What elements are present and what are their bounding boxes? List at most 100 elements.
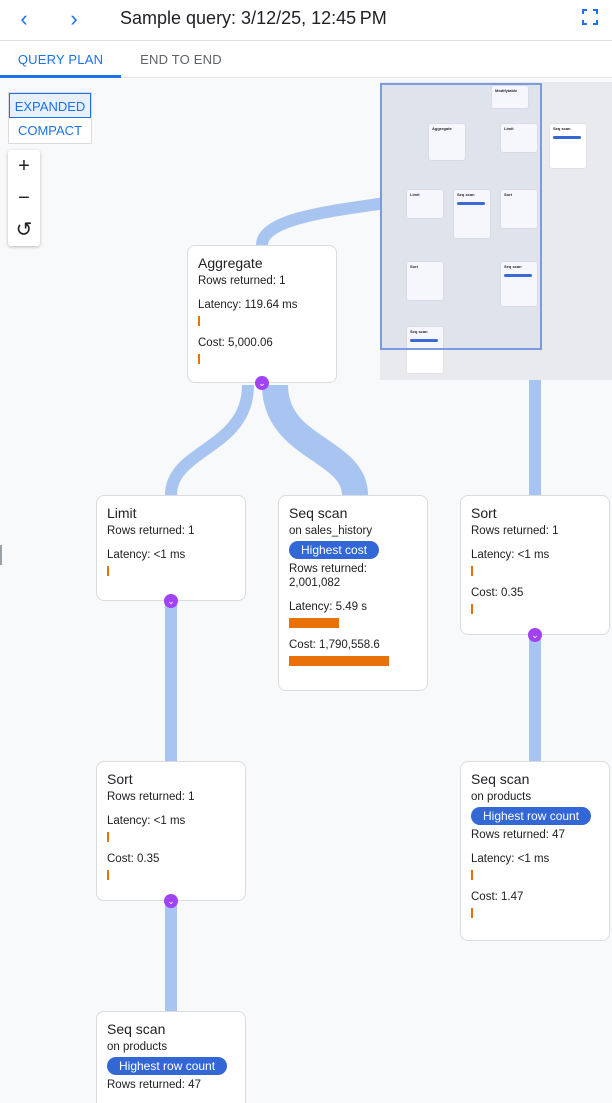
latency-label: Latency: <1 ms [471, 549, 550, 561]
rows-returned: Rows returned: 1 [198, 275, 286, 287]
minimap-badge [553, 136, 581, 139]
minimap-node: Aggregate [429, 124, 465, 160]
minimap-node: Limit [407, 190, 443, 218]
back-button[interactable]: ‹ [10, 6, 38, 34]
zoom-controls: + − ↺ [8, 150, 40, 246]
latency-label: Latency: <1 ms [107, 549, 186, 561]
minimap-node-title: Seq scan [410, 329, 428, 334]
expanded-button[interactable]: EXPANDED [9, 93, 91, 118]
node-title: Seq scan [289, 505, 348, 521]
cost-label: Cost: 0.35 [471, 587, 524, 599]
minimap-node-title: Aggregate [432, 126, 452, 131]
minimap-node: Limit [501, 124, 537, 152]
minimap-badge [504, 274, 532, 277]
zoom-out-button[interactable]: − [18, 187, 30, 209]
latency-bar [107, 832, 109, 842]
node-table: on products [471, 791, 532, 803]
expand-chevron-icon[interactable]: ⌄ [255, 376, 269, 390]
latency-label: Latency: 5.49 s [289, 601, 367, 613]
expand-chevron-icon[interactable]: ⌄ [164, 894, 178, 908]
minimap-node-title: Modifytable [495, 88, 518, 93]
minimap-node: Modifytable [492, 86, 528, 108]
minimap-node: Sort [407, 262, 443, 300]
rows-returned: Rows returned: 47 [107, 1079, 201, 1091]
rows-returned: Rows returned: 1 [471, 525, 559, 537]
cost-label: Cost: 1,790,558.6 [289, 639, 380, 651]
node-title: Sort [471, 505, 497, 521]
minimap-node: Seq scan [550, 124, 586, 168]
latency-bar [198, 316, 200, 326]
node-badge: Highest row count [107, 1057, 228, 1075]
page-title: Sample query: 3/12/25, 12:45 PM [120, 8, 387, 28]
cost-bar [107, 870, 109, 880]
minimap-node-title: Sort [504, 192, 512, 197]
minimap-node: Seq scan [407, 327, 443, 373]
cost-label: Cost: 5,000.06 [198, 337, 273, 349]
reset-zoom-button[interactable]: ↺ [15, 219, 33, 241]
resize-handle[interactable] [0, 545, 2, 565]
cost-label: Cost: 1.47 [471, 891, 524, 903]
edge-aggregate-seqscan [262, 383, 368, 497]
minimap-badge [457, 202, 485, 205]
plan-edges [165, 197, 541, 1011]
expand-chevron-icon[interactable]: ⌄ [164, 594, 178, 608]
cost-bar [471, 604, 473, 614]
node-badge: Highest cost [289, 541, 380, 559]
rows-returned: Rows returned: 47 [471, 829, 565, 841]
node-title: Limit [107, 505, 137, 521]
minimap-node-title: Seq scan [553, 126, 571, 131]
latency-bar [471, 566, 473, 576]
cost-label: Cost: 0.35 [107, 853, 160, 865]
cost-bar [198, 354, 200, 364]
latency-bar [289, 618, 339, 628]
minimap-badge [410, 339, 438, 342]
minimap-node-title: Seq scan [504, 264, 522, 269]
node-table: on products [107, 1041, 168, 1053]
minimap-node: Seq scan [501, 262, 537, 306]
header: ‹ › Sample query: 3/12/25, 12:45 PM [0, 0, 612, 41]
minimap-node-title: Limit [504, 126, 514, 131]
node-badge: Highest row count [471, 807, 592, 825]
latency-label: Latency: 119.64 ms [198, 299, 298, 311]
fullscreen-icon[interactable] [582, 9, 598, 25]
minimap-node: Sort [501, 190, 537, 228]
edge-aggregate-parent [256, 197, 386, 247]
tab-end-to-end[interactable]: END TO END [140, 52, 222, 67]
node-table: on sales_history [289, 525, 373, 537]
latency-label: Latency: <1 ms [107, 815, 186, 827]
minimap-node: Seq scan [454, 190, 490, 238]
latency-label: Latency: <1 ms [471, 853, 550, 865]
node-title: Sort [107, 771, 133, 787]
node-title: Aggregate [198, 255, 263, 271]
zoom-in-button[interactable]: + [18, 155, 30, 177]
rows-returned: Rows returned: 2,001,082 [289, 563, 367, 589]
chevron-right-icon: › [70, 6, 78, 31]
view-toggle: EXPANDED COMPACT [8, 92, 92, 144]
latency-bar [471, 870, 473, 880]
forward-button[interactable]: › [60, 6, 88, 34]
minimap-node-title: Limit [410, 192, 420, 197]
tab-bar: QUERY PLAN END TO END [0, 41, 612, 78]
minimap-node-title: Sort [410, 264, 418, 269]
chevron-left-icon: ‹ [20, 6, 28, 31]
expand-chevron-icon[interactable]: ⌄ [528, 628, 542, 642]
tab-query-plan[interactable]: QUERY PLAN [0, 41, 121, 78]
node-title: Seq scan [107, 1021, 166, 1037]
cost-bar [289, 656, 389, 666]
minimap-viewport[interactable] [380, 83, 542, 350]
edge-aggregate-limit [165, 384, 254, 496]
rows-returned: Rows returned: 1 [107, 791, 195, 803]
latency-bar [107, 566, 109, 576]
minimap-node-title: Seq scan [457, 192, 475, 197]
compact-button[interactable]: COMPACT [17, 123, 83, 138]
node-title: Seq scan [471, 771, 530, 787]
